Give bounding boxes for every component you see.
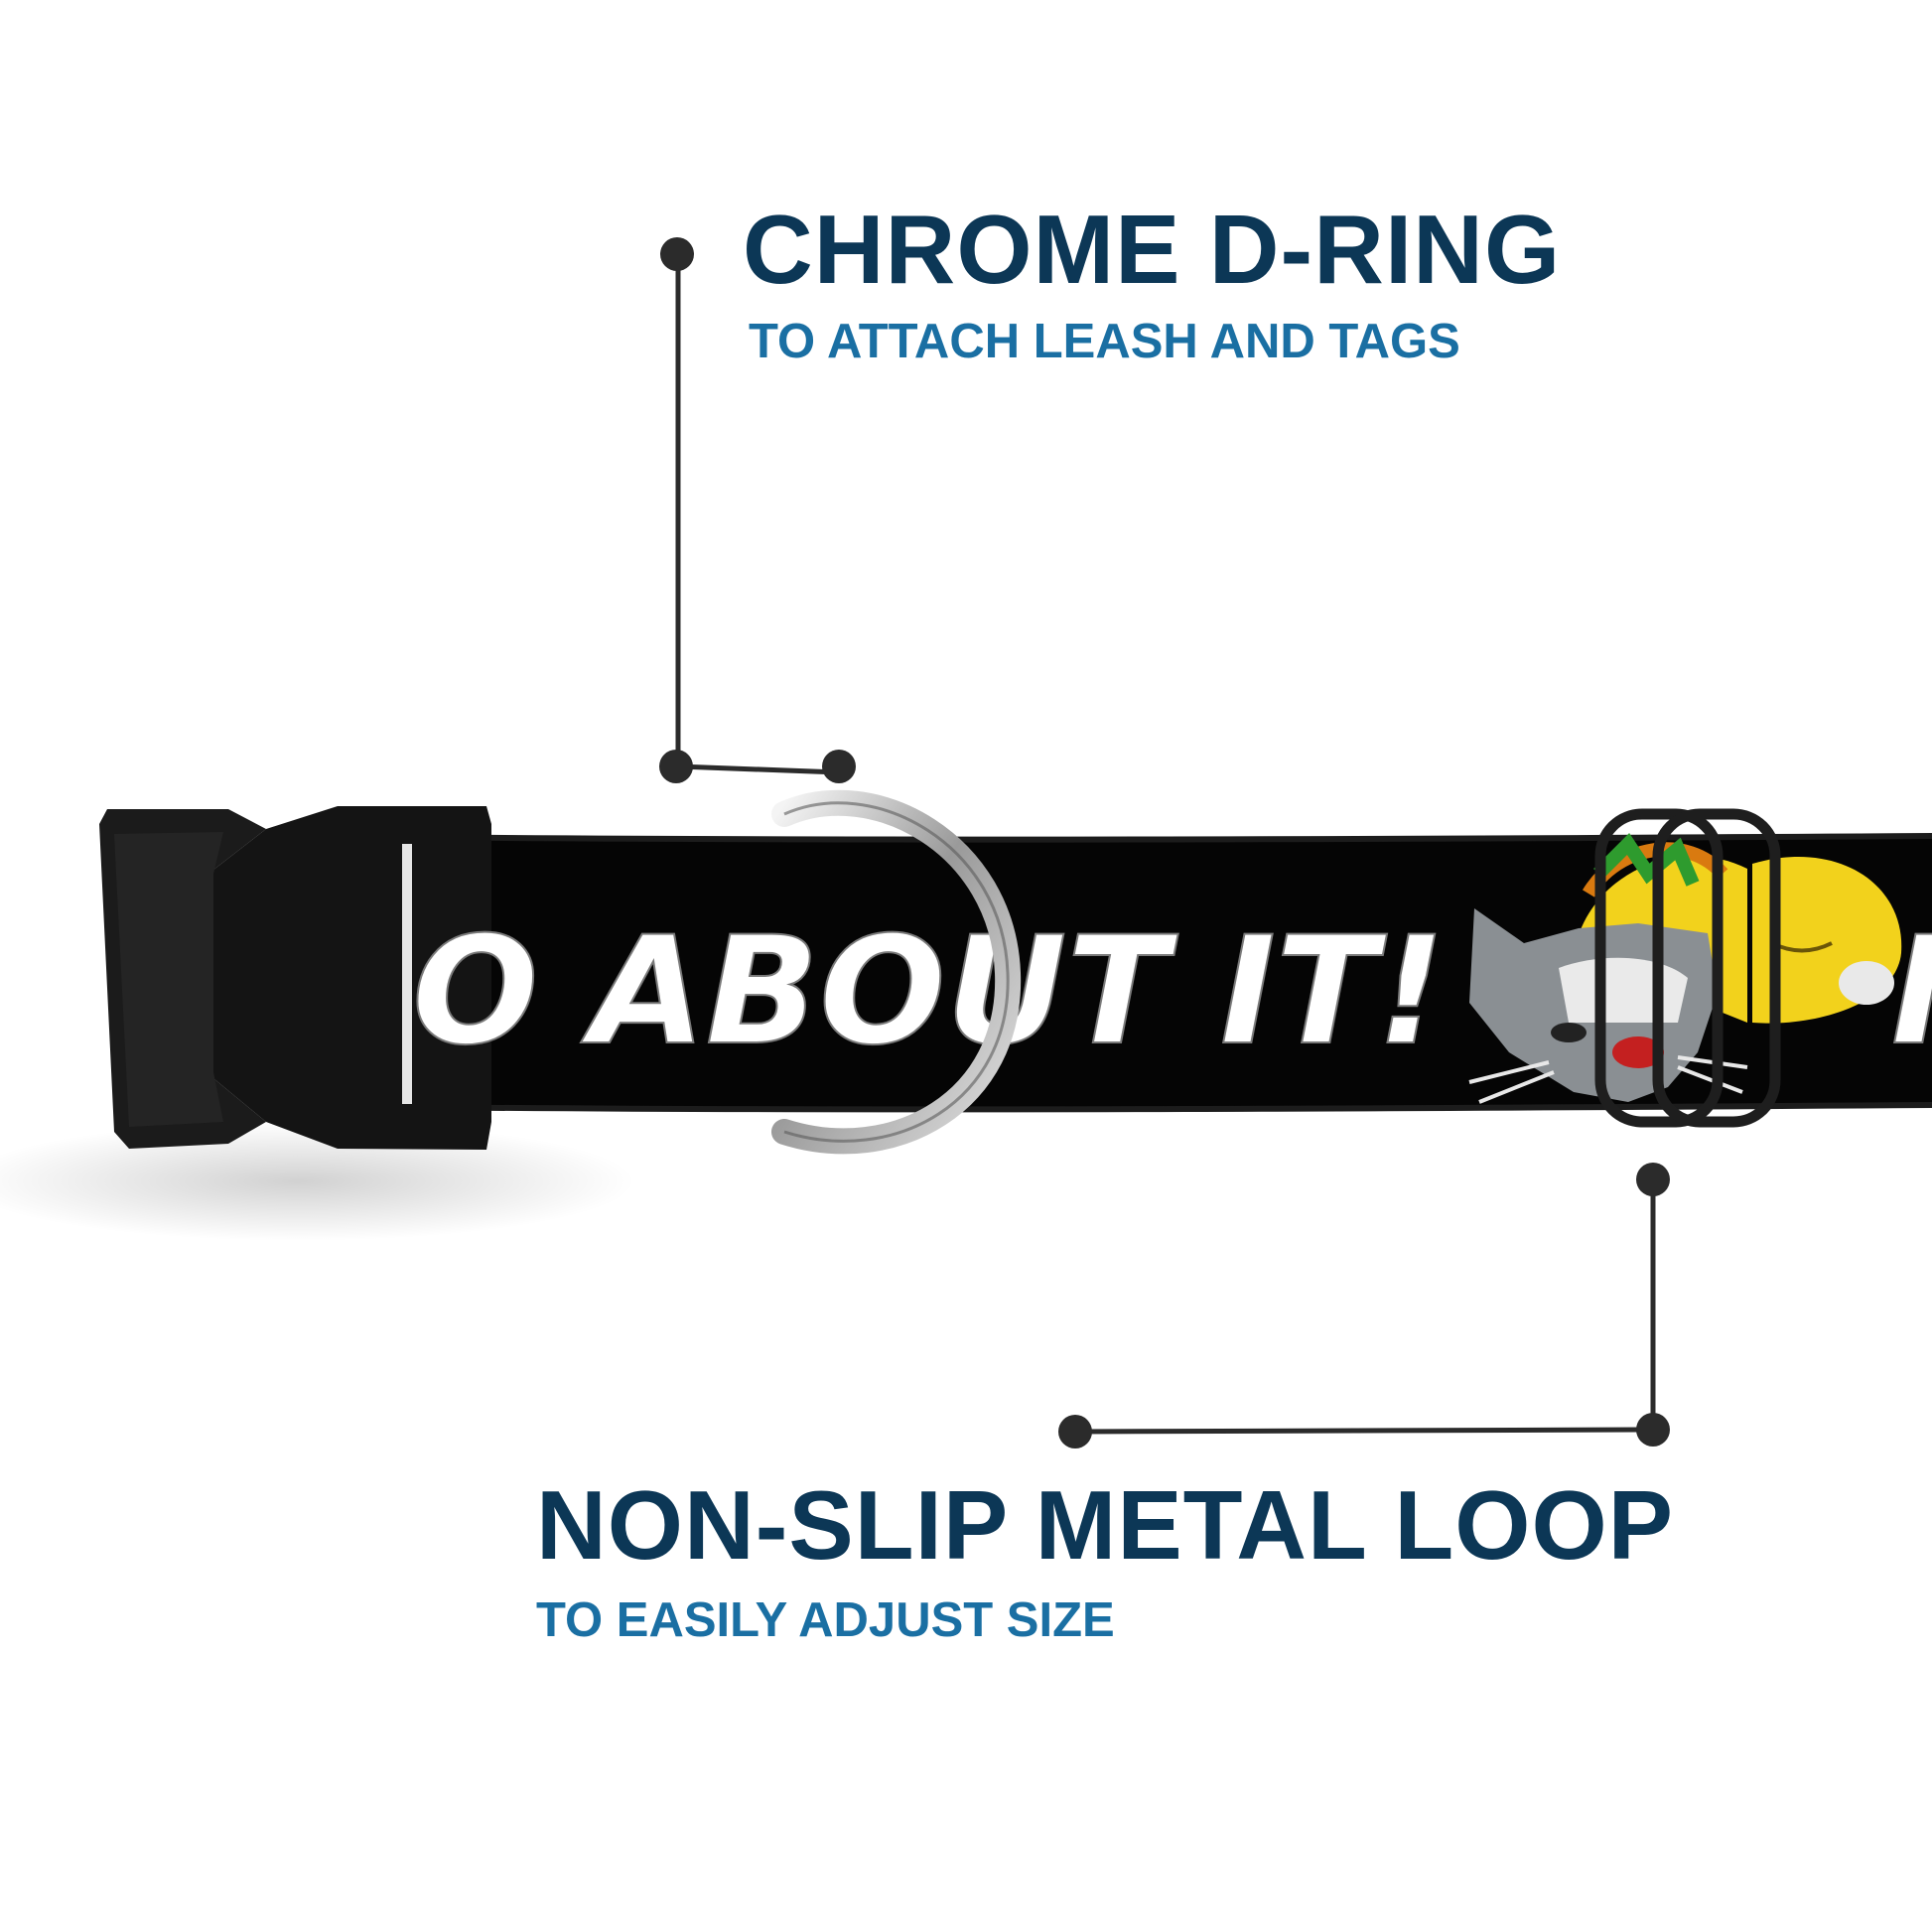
loop-title: NON-SLIP METAL LOOP: [536, 1470, 1675, 1580]
loop-callout-line: [1076, 1179, 1656, 1435]
callout-dot: [659, 750, 693, 783]
callout-dot: [822, 750, 856, 783]
slide-loop-icon: [1594, 808, 1781, 1128]
d-ring-subtitle: TO ATTACH LEASH AND TAGS: [749, 315, 1460, 368]
callout-dot: [1636, 1163, 1670, 1196]
shadow: [0, 1122, 635, 1241]
d-ring-callout-line: [675, 254, 840, 775]
callout-dot: [660, 237, 694, 271]
callout-dot: [1636, 1413, 1670, 1447]
buckle-icon: [99, 806, 491, 1150]
d-ring-icon: [771, 789, 1022, 1155]
collar-print-text: O ABOUT IT!: [412, 905, 1446, 1078]
callout-dot: [1058, 1415, 1092, 1449]
d-ring-title: CHROME D-RING: [743, 195, 1562, 304]
loop-subtitle: TO EASILY ADJUST SIZE: [536, 1593, 1115, 1647]
